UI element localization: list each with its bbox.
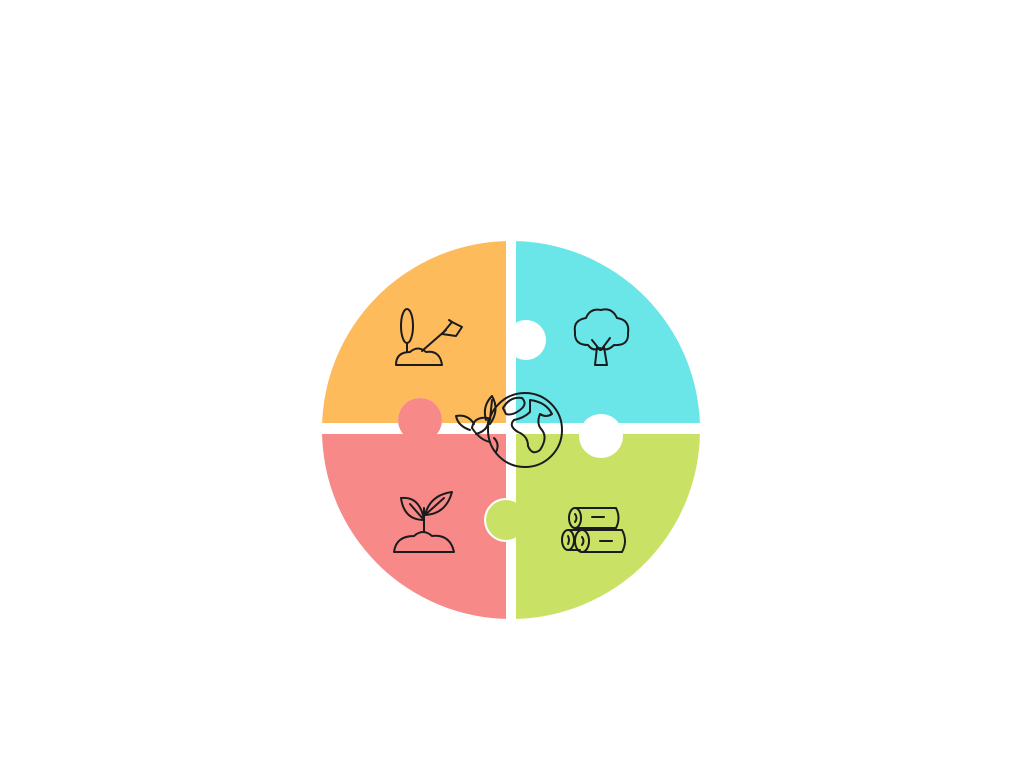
puzzle-piece-bottom-right — [486, 414, 700, 619]
earth-leaves-icon — [455, 392, 563, 468]
tree-icon — [573, 308, 630, 366]
logs-icon — [561, 507, 626, 553]
piece-tab-top — [398, 398, 442, 442]
piece-fill — [322, 241, 506, 423]
piece-tab-left — [486, 500, 526, 540]
sprout-icon — [393, 491, 455, 553]
planting-shovel-icon — [395, 308, 463, 366]
piece-fill — [516, 241, 700, 423]
piece-fill — [516, 434, 700, 619]
piece-socket-top — [579, 414, 623, 458]
piece-fill — [322, 434, 506, 619]
piece-socket-left — [506, 320, 546, 360]
